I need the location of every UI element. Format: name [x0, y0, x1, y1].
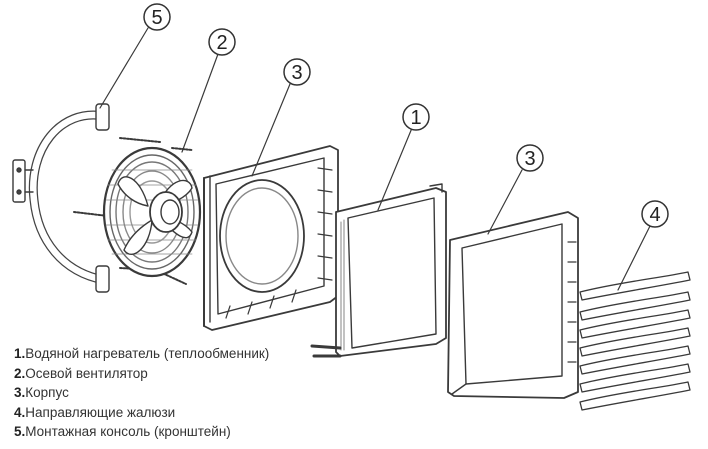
- svg-text:3: 3: [291, 62, 302, 84]
- callouts: 5 2 3 1 3 4: [143, 3, 669, 228]
- leader-lines: [99, 27, 651, 291]
- mounting-bracket: [12, 103, 110, 293]
- legend-item-3: 3.Корпус: [14, 385, 69, 401]
- callout-3a: 3: [283, 58, 311, 86]
- legend-item-5: 5.Монтажная консоль (кронштейн): [14, 424, 231, 440]
- housing-rear: [203, 145, 339, 331]
- svg-text:3: 3: [524, 148, 535, 170]
- callout-1: 1: [402, 103, 430, 131]
- housing-front-frame: [447, 211, 579, 399]
- legend-item-2: 2.Осевой вентилятор: [14, 365, 148, 381]
- callout-2: 2: [208, 28, 236, 56]
- callout-3b: 3: [516, 144, 544, 172]
- heat-exchanger: [310, 183, 447, 358]
- parts-legend: 1.Водяной нагреватель (теплообменник) 2.…: [14, 344, 269, 442]
- svg-text:4: 4: [649, 204, 660, 226]
- guide-louvers: [579, 271, 691, 411]
- callout-5: 5: [143, 3, 171, 31]
- callout-4: 4: [641, 200, 669, 228]
- svg-text:2: 2: [216, 32, 227, 54]
- svg-text:1: 1: [410, 107, 421, 129]
- axial-fan: [102, 146, 202, 278]
- svg-text:5: 5: [151, 7, 162, 29]
- legend-item-1: 1.Водяной нагреватель (теплообменник): [14, 346, 270, 361]
- legend-item-4: 4.Направляющие жалюзи: [14, 404, 176, 420]
